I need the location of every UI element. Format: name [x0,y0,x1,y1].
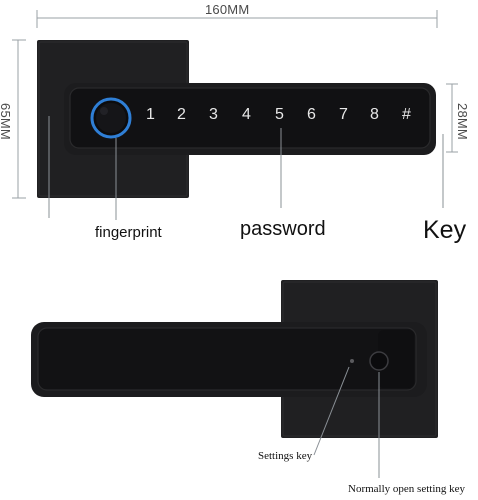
keypad-key-4[interactable]: 4 [242,106,251,123]
keypad-key-6[interactable]: 6 [307,106,316,123]
dimension-lines [12,10,458,199]
keypad-key-7[interactable]: 7 [339,106,348,123]
keypad-key-hash[interactable]: # [402,106,411,123]
password-label: password [240,218,326,240]
keypad-key-3[interactable]: 3 [209,106,218,123]
fingerprint-label: fingerprint [95,224,162,241]
keypad-key-1[interactable]: 1 [146,106,155,123]
callout-lines [48,116,444,220]
key-label: Key [423,216,467,244]
keypad-key-8[interactable]: 8 [370,106,379,123]
settings-key-dot [350,359,354,363]
normally-open-key-label: Normally open setting key [348,483,466,495]
keypad-key-5[interactable]: 5 [275,106,284,123]
keypad-key-2[interactable]: 2 [177,106,186,123]
keypad: 1 2 3 4 5 6 7 8 # [146,104,416,132]
width-dimension-label: 160MM [205,2,250,17]
normally-open-key-button [369,351,389,371]
settings-key-label: Settings key [258,450,313,462]
settings-key-callout-line [313,366,350,456]
